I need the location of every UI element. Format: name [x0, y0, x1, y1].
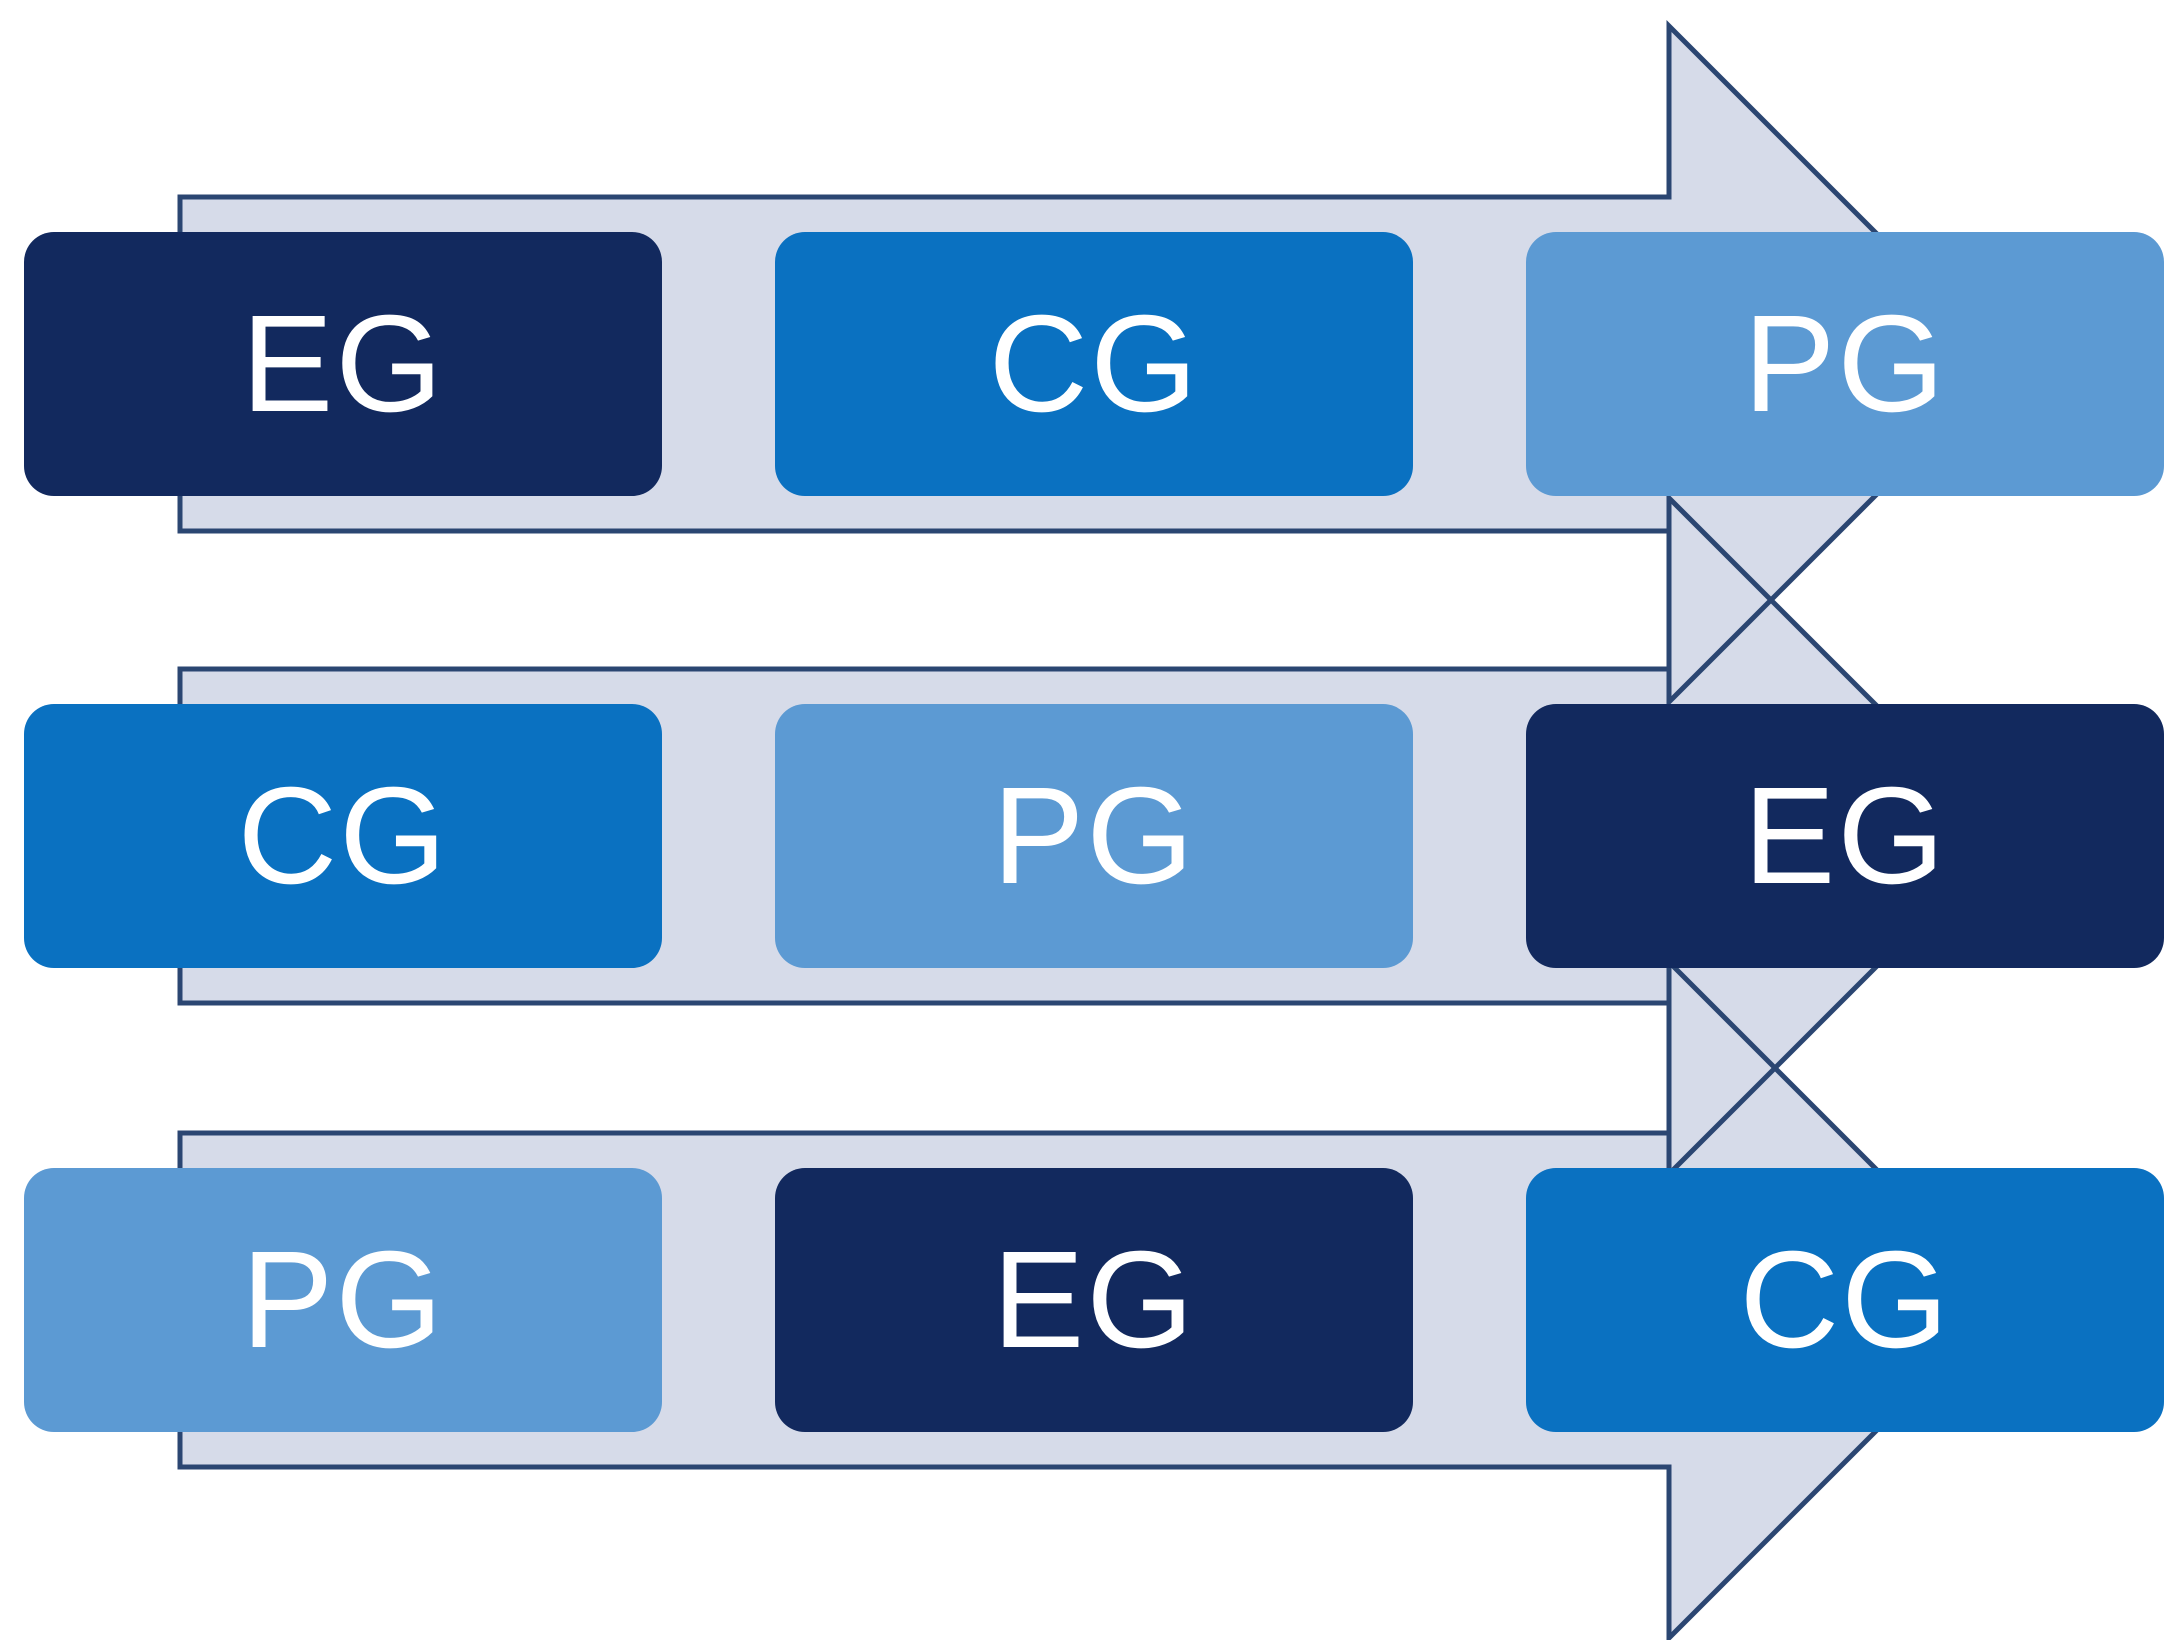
box-label: EG — [992, 1222, 1196, 1377]
box-row3-pg: PG — [24, 1168, 662, 1432]
box-row2-eg: EG — [1526, 704, 2164, 968]
box-row1-pg: PG — [1526, 232, 2164, 496]
box-label: CG — [988, 286, 1200, 441]
arrow-2-outline — [177, 491, 2011, 1181]
box-row1-eg: EG — [24, 232, 662, 496]
box-label: CG — [237, 758, 449, 913]
box-label: EG — [1743, 758, 1947, 913]
box-row2-pg: PG — [775, 704, 1413, 968]
arrow-1-outline — [177, 19, 2011, 709]
arrow-outlines — [177, 19, 2011, 1640]
box-label: EG — [241, 286, 445, 441]
box-label: CG — [1739, 1222, 1951, 1377]
box-row2-cg: CG — [24, 704, 662, 968]
box-row1-cg: CG — [775, 232, 1413, 496]
box-label: PG — [1743, 286, 1947, 441]
box-row3-cg: CG — [1526, 1168, 2164, 1432]
box-row3-eg: EG — [775, 1168, 1413, 1432]
box-label: PG — [992, 758, 1196, 913]
arrow-3-outline — [177, 955, 2011, 1640]
box-label: PG — [241, 1222, 445, 1377]
